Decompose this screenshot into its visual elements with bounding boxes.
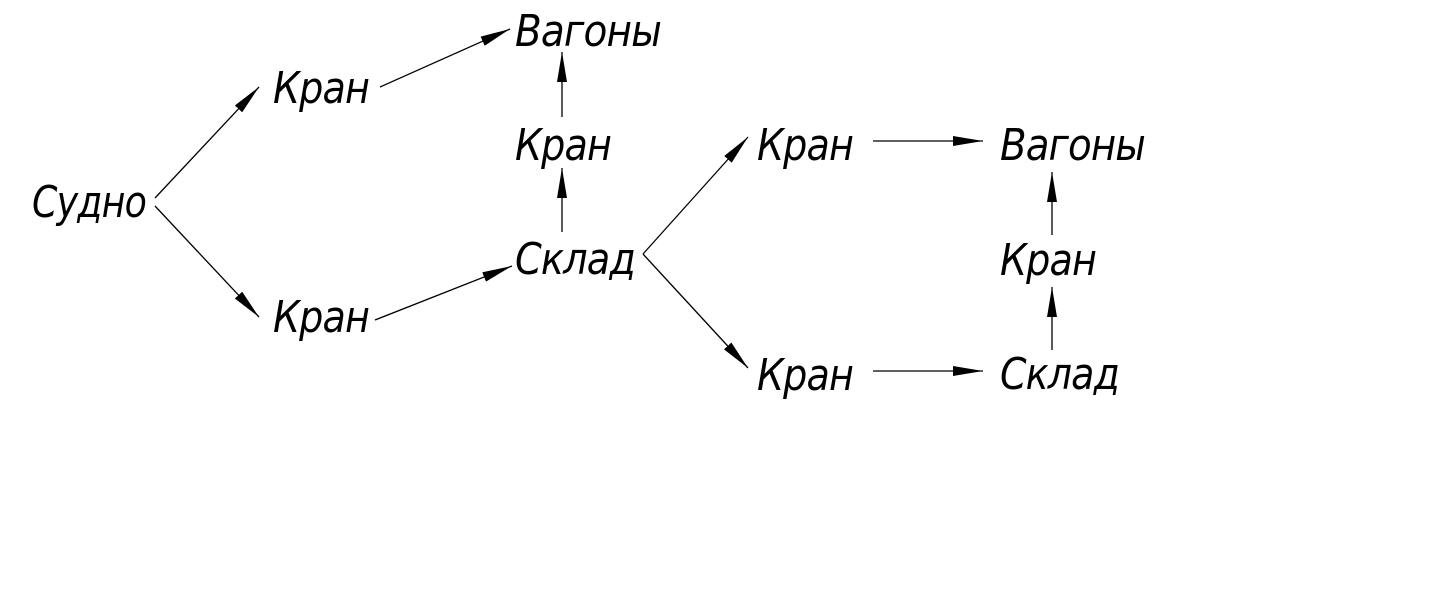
edge-n1-n3	[154, 205, 260, 318]
node-vagony-right: Вагоны	[1000, 120, 1145, 171]
node-sklad-left: Склад	[515, 234, 635, 285]
edge-n1-n2	[154, 86, 260, 199]
node-kran-right-column: Кран	[1000, 235, 1096, 286]
node-kran-bottom: Кран	[273, 292, 369, 343]
node-sudno: Судно	[32, 177, 146, 228]
edge-n6-n8	[642, 253, 749, 369]
nodes: Судно Кран Кран Вагоны Кран Склад Кран К…	[32, 6, 1146, 401]
node-kran-middle-left: Кран	[515, 120, 611, 171]
node-kran-top: Кран	[273, 63, 369, 114]
edge-n6-n7	[642, 136, 749, 255]
node-kran-upper-right: Кран	[757, 120, 853, 171]
node-kran-lower-right: Кран	[757, 350, 853, 401]
edges	[154, 28, 1057, 376]
edge-n2-n4	[379, 28, 511, 88]
edge-n3-n6	[374, 265, 513, 321]
node-sklad-right: Склад	[1000, 349, 1119, 400]
node-vagony-left: Вагоны	[515, 6, 661, 57]
